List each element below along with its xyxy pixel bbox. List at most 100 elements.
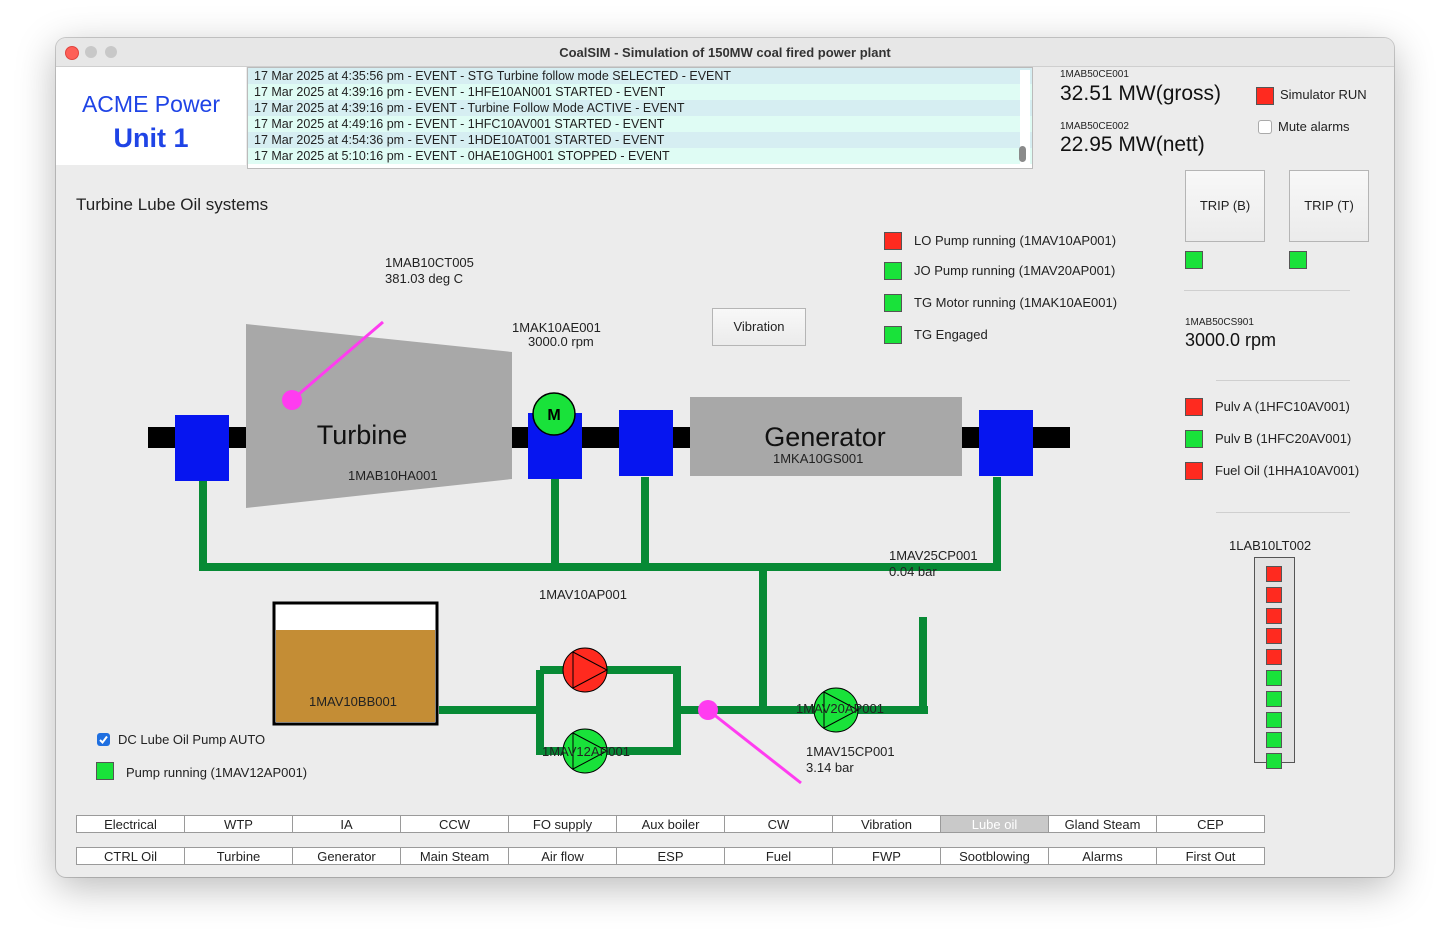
divider (1216, 380, 1350, 381)
level-tag: 1LAB10LT002 (1229, 538, 1312, 553)
divider (1184, 290, 1350, 291)
event-log-row[interactable]: 17 Mar 2025 at 4:49:16 pm - EVENT - 1HFC… (248, 116, 1032, 132)
event-log-scrollbar[interactable] (1019, 70, 1030, 166)
brand-company: ACME Power (81, 91, 221, 117)
pipework (199, 477, 1001, 755)
tab-fwp[interactable]: FWP (832, 847, 941, 865)
minimize-window-button[interactable] (85, 46, 97, 58)
legend-label: JO Pump running (1MAV20AP001) (914, 263, 1116, 278)
mute-alarms-checkbox[interactable] (1258, 120, 1272, 134)
event-log-row[interactable]: 17 Mar 2025 at 4:35:56 pm - EVENT - STG … (248, 68, 1032, 84)
level-cell (1266, 566, 1282, 582)
legend-label: TG Engaged (914, 327, 988, 342)
level-cell (1266, 649, 1282, 666)
level-cell (1266, 586, 1282, 603)
tab-fuel[interactable]: Fuel (724, 847, 833, 865)
simulator-run-toggle[interactable] (1256, 87, 1274, 105)
pressure-pointer (707, 708, 802, 785)
legend-indicator (884, 232, 902, 250)
tab-electrical[interactable]: Electrical (76, 815, 185, 833)
event-log-row[interactable]: 17 Mar 2025 at 4:54:36 pm - EVENT - 1HDE… (248, 132, 1032, 148)
tab-cep[interactable]: CEP (1156, 815, 1265, 833)
level-cell (1266, 670, 1282, 686)
status-indicator (1185, 398, 1203, 416)
pump1-tag: 1MAV10AP001 (539, 587, 627, 602)
tab-esp[interactable]: ESP (616, 847, 725, 865)
level-cell (1266, 753, 1282, 770)
nett-value: 22.95 MW(nett) (1060, 133, 1205, 156)
temp-sensor-dot[interactable] (282, 390, 302, 410)
event-log-row[interactable]: 17 Mar 2025 at 4:39:16 pm - EVENT - 1HFE… (248, 84, 1032, 100)
level-cell (1266, 711, 1282, 728)
tab-gland-steam[interactable]: Gland Steam (1048, 815, 1157, 833)
tab-main-steam[interactable]: Main Steam (400, 847, 509, 865)
pump-running-indicator (96, 762, 114, 780)
temp-value: 381.03 deg C (385, 271, 464, 286)
pump2-tag: 1MAV12AP001 (542, 744, 630, 759)
motor-speed: 3000.0 rpm (528, 334, 594, 349)
bearing-1 (175, 415, 229, 481)
status-indicator (1185, 462, 1203, 480)
trip-boiler-indicator (1185, 251, 1203, 269)
legend-indicator (884, 262, 902, 280)
level-indicator (1254, 557, 1295, 770)
tab-vibration[interactable]: Vibration (832, 815, 941, 833)
p25-value: 0.04 bar (889, 564, 937, 579)
tab-air-flow[interactable]: Air flow (508, 847, 617, 865)
zoom-window-button[interactable] (105, 46, 117, 58)
tab-aux-boiler[interactable]: Aux boiler (616, 815, 725, 833)
speed-value: 3000.0 rpm (1185, 330, 1277, 350)
level-cell (1266, 732, 1282, 749)
gross-value: 32.51 MW(gross) (1060, 82, 1222, 105)
temp-pointer (291, 320, 384, 402)
tab-fo-supply[interactable]: FO supply (508, 815, 617, 833)
event-log-row[interactable]: 17 Mar 2025 at 4:39:16 pm - EVENT - Turb… (248, 100, 1032, 116)
dc-pump-auto-label: DC Lube Oil Pump AUTO (118, 732, 266, 747)
pump-1mav10ap001[interactable] (562, 647, 609, 693)
trip-boiler-button[interactable]: TRIP (B) (1185, 170, 1265, 242)
pump-running-label: Pump running (1MAV12AP001) (126, 765, 308, 780)
app-window: CoalSIM - Simulation of 150MW coal fired… (56, 38, 1394, 877)
generator-body (690, 397, 962, 476)
tab-wtp[interactable]: WTP (184, 815, 293, 833)
tank-tag: 1MAV10BB001 (309, 694, 397, 709)
tab-ccw[interactable]: CCW (400, 815, 509, 833)
status-label: Pulv B (1HFC20AV001) (1215, 431, 1352, 446)
bearing-3 (619, 410, 673, 476)
tab-generator[interactable]: Generator (292, 847, 401, 865)
level-cell (1266, 628, 1282, 645)
tab-ctrl-oil[interactable]: CTRL Oil (76, 847, 185, 865)
level-cell (1266, 607, 1282, 624)
generator-label: Generator (764, 422, 886, 452)
level-cell (1266, 690, 1282, 707)
status-label: Fuel Oil (1HHA10AV001) (1215, 463, 1360, 478)
tab-lube-oil[interactable]: Lube oil (940, 815, 1049, 833)
event-log-row[interactable]: 17 Mar 2025 at 5:10:16 pm - EVENT - 0HAE… (248, 148, 1032, 164)
oil-level (276, 630, 435, 722)
tab-ia[interactable]: IA (292, 815, 401, 833)
pump-1mav12ap001[interactable] (562, 728, 609, 774)
vibration-button[interactable]: Vibration (712, 308, 806, 346)
lube-oil-diagram: Turbine Generator M (148, 320, 1070, 785)
close-window-button[interactable] (65, 46, 79, 60)
p15-value: 3.14 bar (806, 760, 854, 775)
status-indicator (1185, 430, 1203, 448)
dc-pump-auto-checkbox[interactable] (97, 733, 110, 746)
tab-alarms[interactable]: Alarms (1048, 847, 1157, 865)
motor-letter: M (547, 407, 560, 424)
pressure-sensor-dot[interactable] (698, 700, 718, 720)
tab-turbine[interactable]: Turbine (184, 847, 293, 865)
mute-alarms-label: Mute alarms (1278, 119, 1350, 134)
event-log[interactable]: 17 Mar 2025 at 4:35:56 pm - EVENT - STG … (247, 67, 1033, 169)
gross-tag: 1MAB50CE001 (1060, 69, 1129, 80)
trip-turbine-button[interactable]: TRIP (T) (1289, 170, 1369, 242)
turning-motor[interactable] (532, 392, 576, 436)
scroll-thumb[interactable] (1019, 146, 1026, 162)
pump-1mav20ap001[interactable] (813, 687, 860, 733)
title-bar: CoalSIM - Simulation of 150MW coal fired… (56, 38, 1394, 67)
tab-cw[interactable]: CW (724, 815, 833, 833)
tab-first-out[interactable]: First Out (1156, 847, 1265, 865)
window-title: CoalSIM - Simulation of 150MW coal fired… (559, 45, 891, 60)
tab-sootblowing[interactable]: Sootblowing (940, 847, 1049, 865)
p15-tag: 1MAV15CP001 (806, 744, 895, 759)
